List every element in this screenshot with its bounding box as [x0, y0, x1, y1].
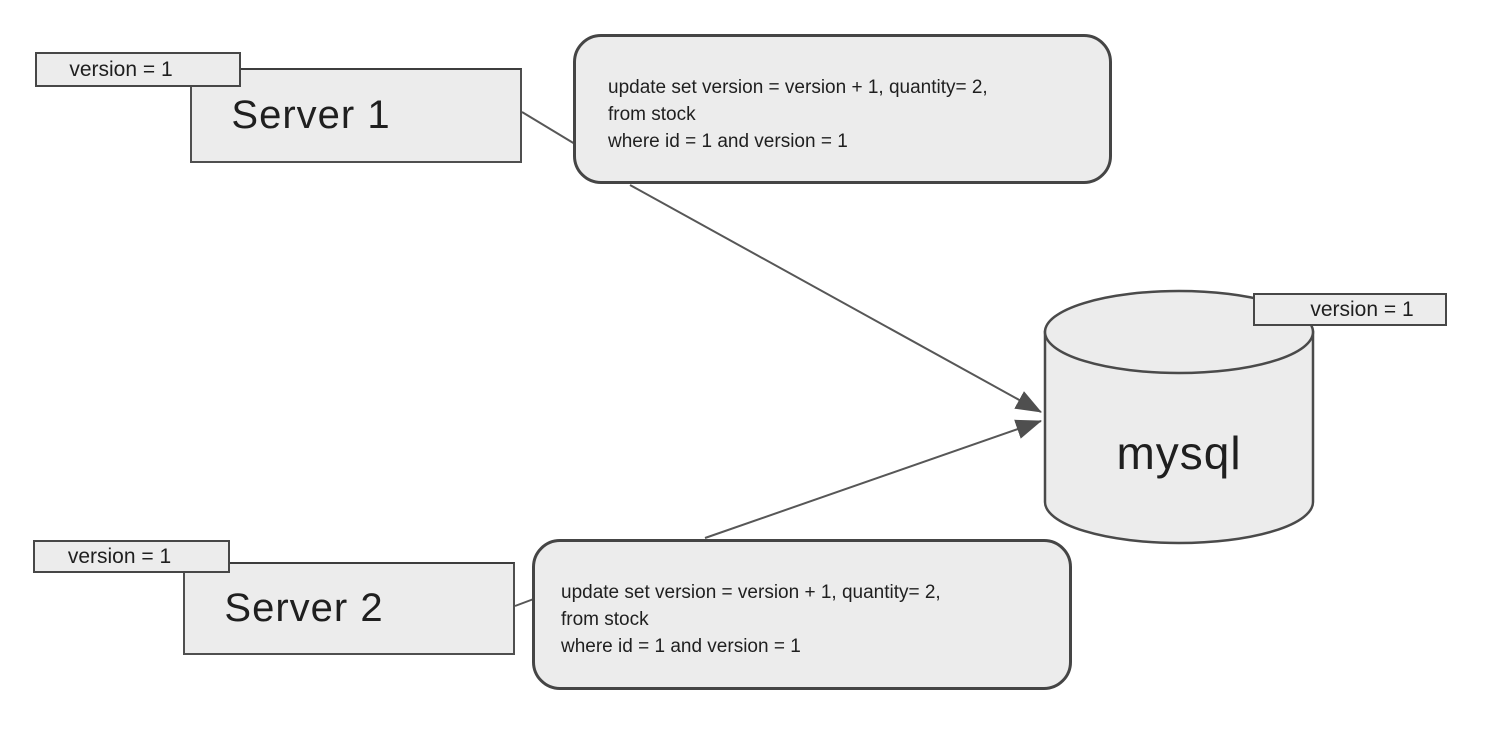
query1-line3: where id = 1 and version = 1	[608, 131, 848, 152]
query2-line2: from stock	[561, 609, 649, 630]
mysql-label: mysql	[1116, 427, 1242, 479]
mysql-cylinder	[1043, 289, 1315, 545]
mysql-version-tag: version = 1	[1253, 293, 1447, 326]
query1-line1: update set version = version + 1, quanti…	[608, 77, 988, 98]
server1-version-tag: version = 1	[35, 52, 241, 87]
connector-server1-query1	[521, 111, 576, 145]
query2-node: update set version = version + 1, quanti…	[532, 539, 1072, 690]
server1-label: Server 1	[231, 93, 391, 137]
query1-node: update set version = version + 1, quanti…	[573, 34, 1112, 184]
query2-line1: update set version = version + 1, quanti…	[561, 582, 941, 603]
query2-line3: where id = 1 and version = 1	[561, 636, 801, 657]
server2-node: Server 2	[183, 562, 515, 655]
server2-version-tag: version = 1	[33, 540, 230, 573]
arrow-query1-to-mysql	[629, 184, 1042, 413]
arrow-query2-to-mysql	[704, 419, 1042, 539]
server1-node: Server 1	[190, 68, 522, 163]
query1-line2: from stock	[608, 104, 696, 125]
server2-label: Server 2	[224, 586, 384, 630]
